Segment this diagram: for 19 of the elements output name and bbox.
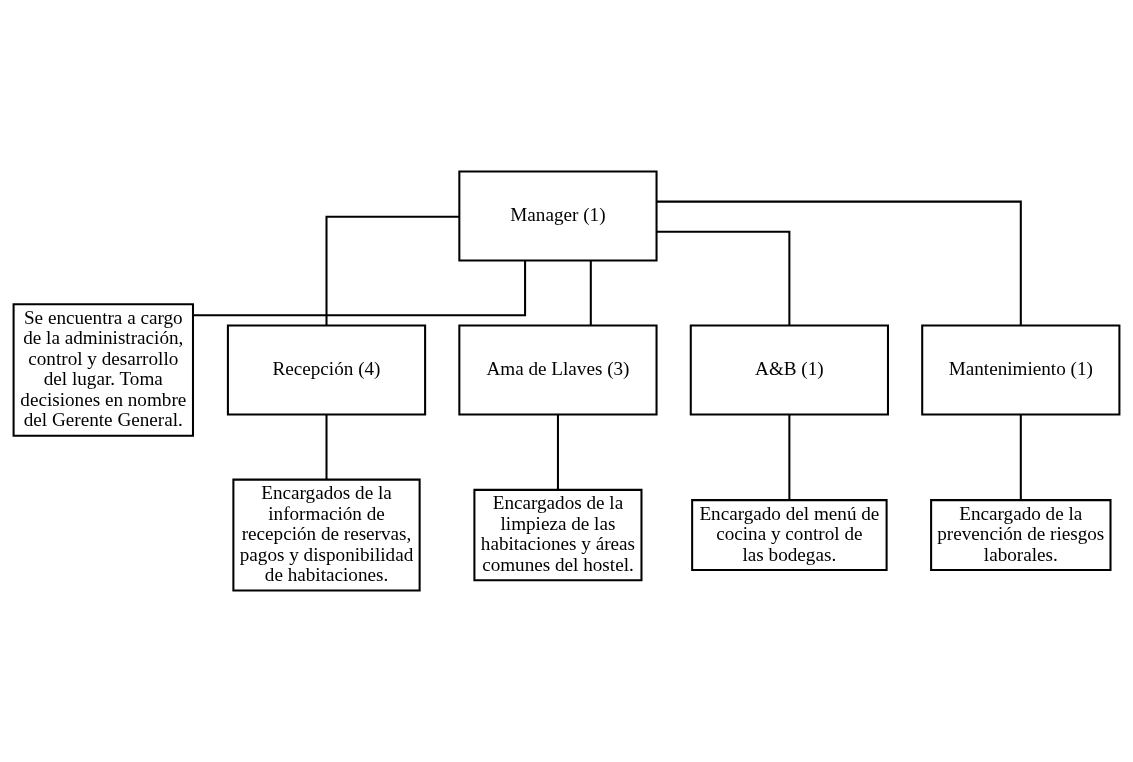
node-box: Encargados de la información de recepción de reservas, pagos y disponibilidad de habitaciones.: [232, 478, 421, 592]
node-box: Mantenimiento (1): [921, 324, 1121, 416]
connector: [556, 414, 559, 490]
connector: [656, 200, 1022, 326]
node-box: Encargado de la prevención de riesgos laborales.: [930, 499, 1112, 571]
node-box: Ama de Llaves (3): [458, 324, 658, 416]
node-box: Se encuentra a cargo de la administración, control y desarrollo del lugar. Toma decisiones en nombre del Gerente General.: [12, 303, 194, 437]
connector: [325, 414, 328, 480]
connector: [788, 414, 791, 500]
connector: [589, 260, 592, 326]
connector: [325, 215, 460, 326]
node-box: Recepción (4): [226, 324, 427, 416]
connector: [193, 261, 527, 317]
node-box: Encargados de la limpieza de las habitaciones y áreas comunes del hostel.: [473, 488, 643, 582]
connector: [1019, 414, 1022, 500]
node-box: Manager (1): [458, 170, 658, 262]
node-box: A&B (1): [689, 324, 889, 416]
node-box: Encargado del menú de cocina y control de las bodegas.: [691, 499, 888, 571]
connector: [656, 230, 791, 326]
